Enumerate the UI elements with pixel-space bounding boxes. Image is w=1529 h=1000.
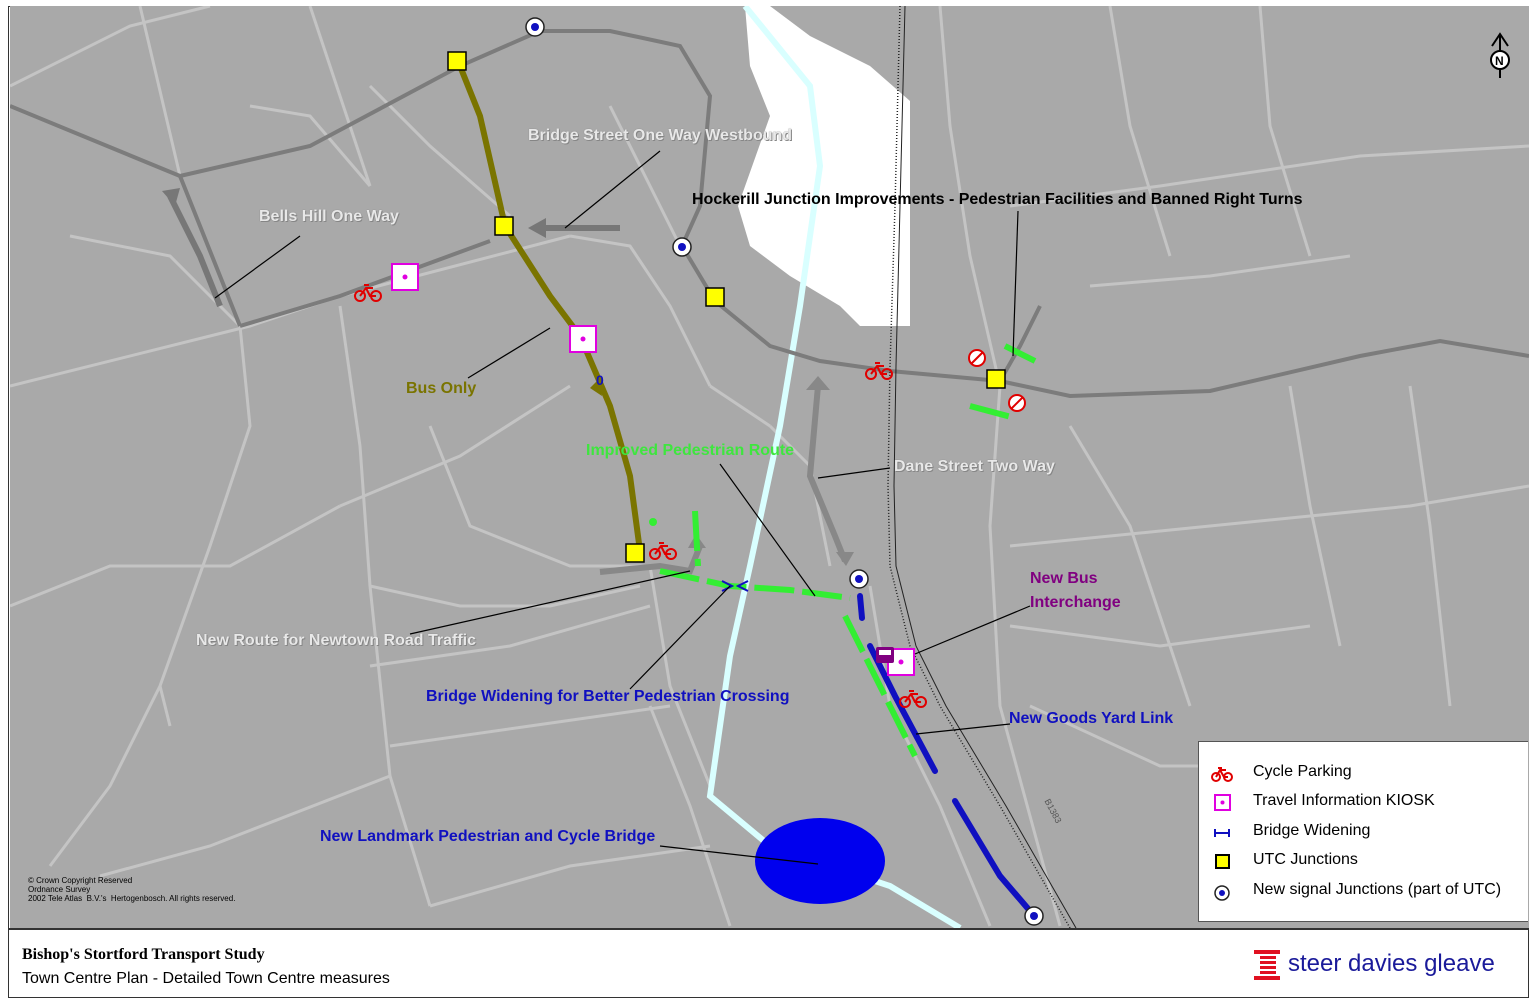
copyright-line-3: 2002 Tele Atlas B.V.'s Hertogenbosch. Al…: [28, 894, 236, 903]
newtown-route: [599, 544, 703, 575]
study-title: Bishop's Stortford Transport Study: [22, 946, 265, 963]
utc-junction-icons: [447, 51, 1006, 563]
landmark-bridge: [755, 818, 885, 904]
map-legend: Cycle Parking Travel Information KIOSK B…: [1198, 741, 1528, 922]
label-bridge-widening: Bridge Widening for Better Pedestrian Cr…: [426, 688, 790, 705]
copyright-line-2: Ordnance Survey: [28, 885, 91, 894]
legend-label: New signal Junctions (part of UTC): [1253, 881, 1502, 898]
brand-mark-icon: [1254, 950, 1280, 980]
improved-pedestrian-route: [659, 343, 1037, 758]
footer: Bishop's Stortford Transport Study Town …: [8, 928, 1529, 1000]
bridge-widening-icon: [1214, 829, 1230, 837]
leader-lines: [214, 150, 1031, 865]
no-right-turn-icons: [968, 349, 1026, 412]
copyright-line-1: © Crown Copyright Reserved: [28, 876, 133, 885]
label-bus-only-mark: 0: [596, 372, 604, 388]
brand-name: steer davies gleave: [1288, 950, 1495, 977]
legend-item-kiosk: Travel Information KIOSK: [1199, 791, 1529, 815]
dane-street-arrow-down: [836, 552, 854, 566]
legend-label: UTC Junctions: [1253, 851, 1358, 868]
legend-label: Bridge Widening: [1253, 822, 1371, 839]
legend-item-bridge-widening: Bridge Widening: [1199, 821, 1529, 845]
label-new-bus: New Bus: [1030, 570, 1098, 587]
legend-item-signal-junctions: New signal Junctions (part of UTC): [1199, 880, 1529, 904]
copyright-notice: © Crown Copyright Reserved Ordnance Surv…: [28, 876, 235, 903]
label-bridge-street: Bridge Street One Way Westbound: [528, 127, 793, 144]
utc-junction-icon: [1215, 854, 1230, 869]
label-new-goods-yard-link: New Goods Yard Link: [1009, 710, 1174, 727]
signal-junction-icons: [525, 17, 1044, 926]
bridge-street-arrow: [528, 218, 620, 238]
legend-item-utc-junctions: UTC Junctions: [1199, 850, 1529, 874]
bus-only-arrow: [590, 378, 602, 396]
bicycle-icons: [354, 284, 927, 708]
legend-item-cycle-parking: Cycle Parking: [1199, 762, 1529, 786]
label-newtown-route: New Route for Newtown Road Traffic: [196, 632, 477, 649]
bridge-widening-icon: [721, 580, 749, 592]
legend-label: Travel Information KIOSK: [1253, 792, 1435, 809]
study-subtitle: Town Centre Plan - Detailed Town Centre …: [22, 970, 390, 987]
dane-street-arrow-up: [806, 376, 830, 390]
railway: [887, 6, 1077, 928]
ped-dot: [649, 518, 657, 526]
label-improved-pedestrian-route: Improved Pedestrian Route: [586, 442, 795, 459]
north-arrow-icon: N: [1490, 32, 1510, 78]
svg-text:N: N: [1495, 54, 1504, 68]
main-roads: [10, 29, 1529, 399]
label-bus-only: Bus Only: [406, 380, 477, 397]
label-dane-street: Dane Street Two Way: [894, 458, 1055, 475]
bus-only-route: [457, 64, 643, 552]
legend-label: Cycle Parking: [1253, 763, 1352, 780]
dane-street-two-way: [806, 385, 848, 563]
signal-junction-icon: [1214, 885, 1230, 901]
bus-interchange-icon: [876, 647, 894, 663]
label-hockerill: Hockerill Junction Improvements - Pedest…: [692, 191, 1303, 208]
bells-hill-one-way: [167, 194, 223, 308]
kiosk-icon: [1214, 794, 1231, 811]
label-bells-hill: Bells Hill One Way: [259, 208, 399, 225]
label-new-landmark-bridge: New Landmark Pedestrian and Cycle Bridge: [320, 828, 656, 845]
town-centre-map[interactable]: N Bridge Street One Way Westbound Hocker…: [10, 6, 1529, 928]
white-area: [738, 6, 910, 326]
bicycle-icon: [1211, 767, 1233, 782]
label-interchange: Interchange: [1030, 594, 1121, 611]
bells-hill-arrowhead: [162, 188, 180, 206]
